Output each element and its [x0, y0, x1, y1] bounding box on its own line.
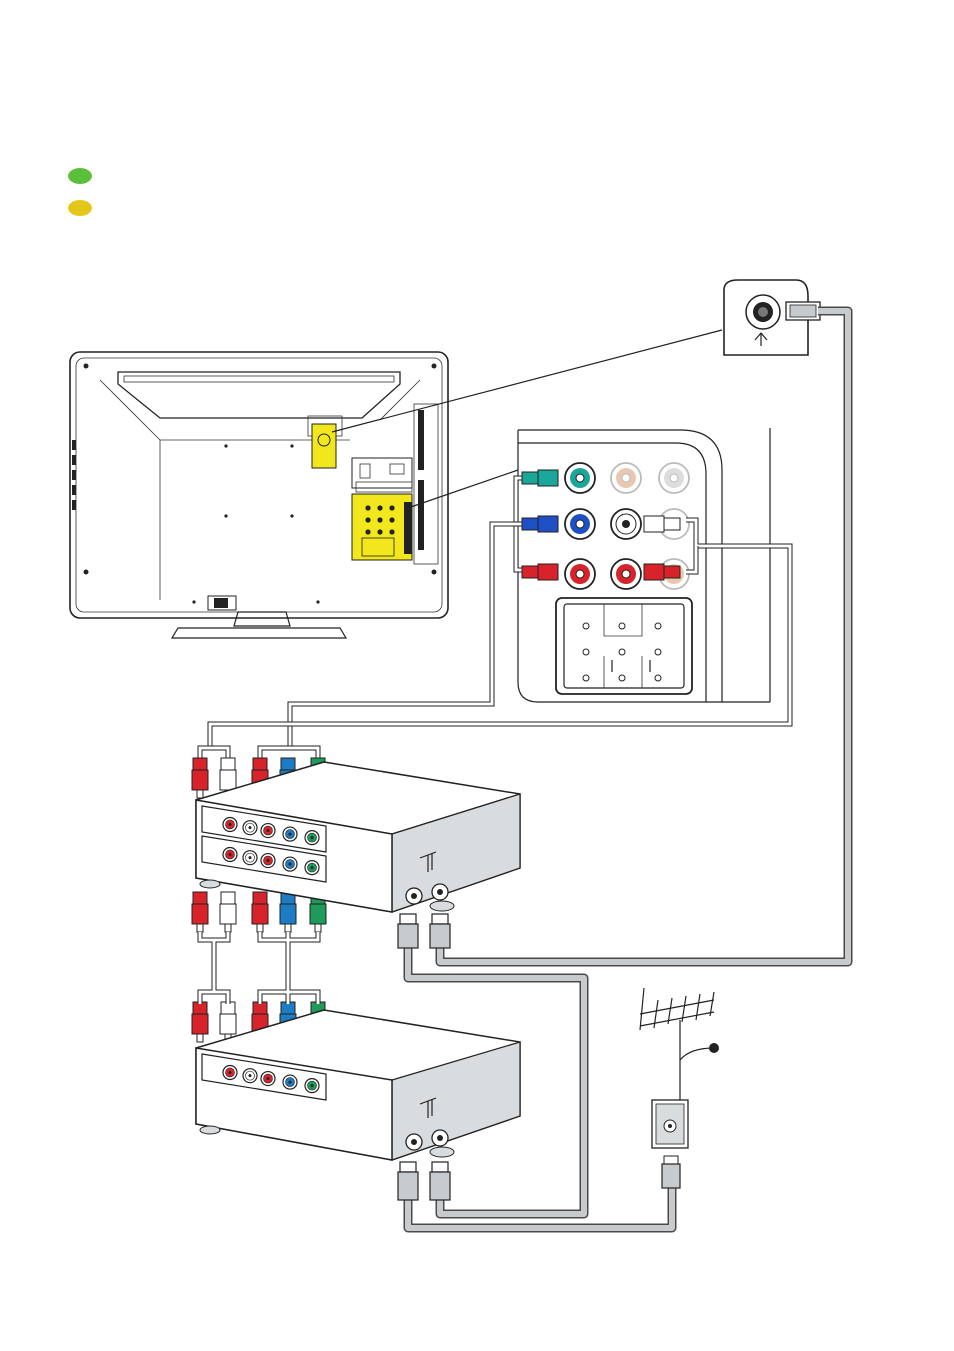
device-jack — [261, 854, 275, 868]
device-jack — [243, 851, 257, 865]
rf-plugs-device-2 — [398, 1162, 450, 1200]
device-jack — [223, 1065, 237, 1079]
set-top-box-device — [196, 1010, 520, 1160]
wall-socket-icon — [652, 1100, 688, 1188]
rf-plugs-device-1 — [398, 914, 450, 948]
rca-plug-row-2 — [192, 892, 326, 932]
tv-panel-plugs — [522, 470, 680, 580]
device-jack — [243, 1069, 257, 1083]
antenna-wall-socket-icon — [724, 280, 820, 355]
rca-plug-icon — [192, 758, 208, 798]
device-jack — [261, 824, 275, 838]
device-jack — [223, 817, 237, 831]
device-jack — [243, 821, 257, 835]
device-jack — [261, 1072, 275, 1086]
device-jack — [283, 857, 297, 871]
rca-plug-icon — [280, 892, 296, 932]
rooftop-antenna-icon — [640, 988, 719, 1100]
device-jack — [283, 827, 297, 841]
device-jack — [223, 847, 237, 861]
rca-plug-icon — [192, 1002, 208, 1042]
recorder-device — [196, 762, 520, 912]
rca-plug-icon — [192, 892, 208, 932]
av-cables-between-devices — [200, 932, 318, 1004]
device-jack — [305, 1079, 319, 1093]
device-jack — [283, 1075, 297, 1089]
rca-plug-icon — [220, 892, 236, 932]
device-jack — [305, 831, 319, 845]
tv-rear-panel — [70, 352, 448, 638]
rca-plug-icon — [220, 1002, 236, 1042]
device-jack — [305, 861, 319, 875]
rca-plug-icon — [252, 892, 268, 932]
